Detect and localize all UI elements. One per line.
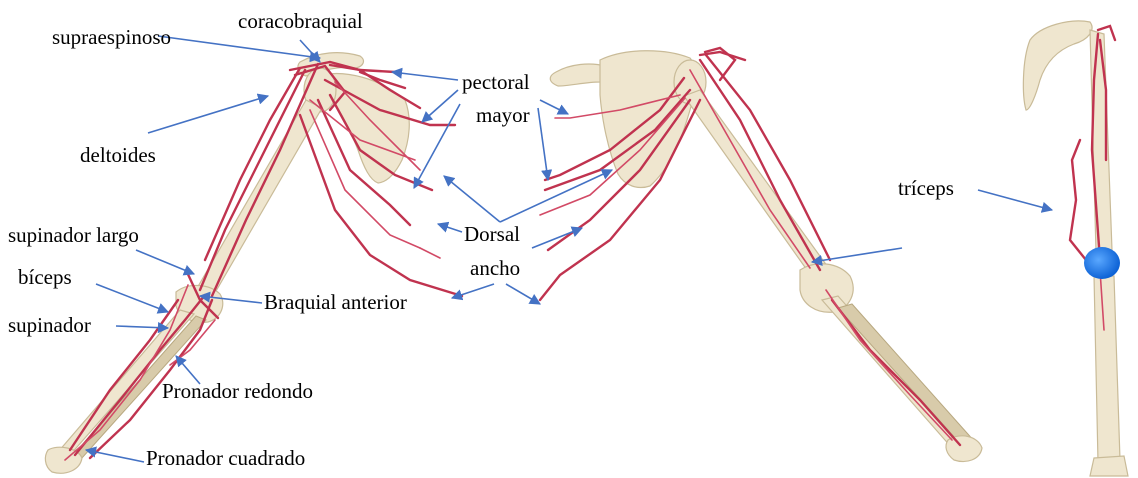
label-supinador: supinador [8,313,91,337]
label-braquial-anterior: Braquial anterior [264,290,407,314]
label-biceps: bíceps [18,265,72,289]
label-supinador-largo: supinador largo [8,223,139,247]
label-ancho: ancho [470,256,520,280]
label-supraespinoso: supraespinoso [52,25,171,49]
label-pectoral: pectoral [462,70,530,94]
label-deltoides: deltoides [80,143,156,167]
label-triceps: tríceps [898,176,954,200]
elbow-highlight [1084,247,1120,279]
label-coracobraquial: coracobraquial [238,9,363,33]
label-mayor: mayor [476,103,530,127]
arm-figure-side [1023,21,1128,476]
label-dorsal: Dorsal [464,222,520,246]
scapula-side [1023,21,1092,110]
labels: supraespinoso coracobraquial pectoral ma… [8,9,954,470]
humerus-front [196,100,322,298]
arm-figure-back [540,48,982,462]
label-pronador-cuadrado: Pronador cuadrado [146,446,305,470]
hand-side [1090,456,1128,476]
ulna-back [838,304,975,450]
forearm-side [1094,276,1120,462]
arm-figure-front [45,53,462,474]
label-pronador-redondo: Pronador redondo [162,379,313,403]
